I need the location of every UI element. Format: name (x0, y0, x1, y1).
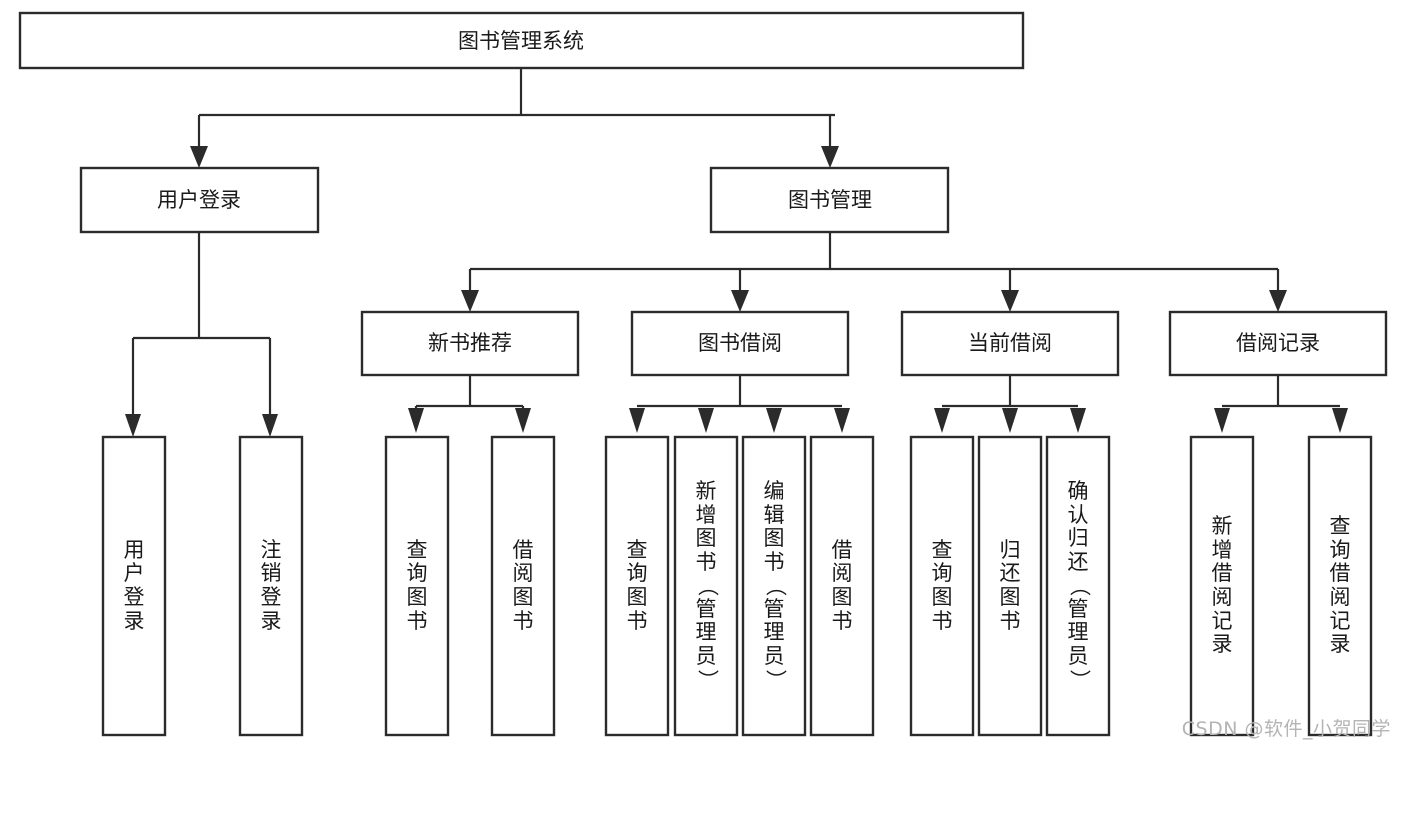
arrow-head-leaf-borrow-book-1 (515, 408, 531, 433)
node-book-borrow-box[interactable] (630, 310, 850, 377)
node-new-book-recommend-box[interactable] (360, 310, 580, 377)
arrow-head-leaf-edit-book (766, 408, 782, 433)
node-borrow-record-box[interactable] (1168, 310, 1388, 377)
leaf-box-query-book-2[interactable] (604, 435, 670, 737)
leaf-box-edit-book[interactable] (741, 435, 807, 737)
arrow-head-leaf-borrow-book-2 (834, 408, 850, 433)
leaf-box-query-book-3[interactable] (909, 435, 975, 737)
connector-group-book-management-to-level3 (461, 232, 1287, 312)
arrow-head-book-borrow (731, 290, 749, 312)
node-book-borrow-label: 图书借阅 (698, 331, 782, 355)
node-root[interactable]: 图书管理系统 (18, 11, 1025, 70)
arrow-head-book-management (821, 146, 839, 168)
arrow-head-current-borrow (1001, 290, 1019, 312)
node-user-login-box[interactable] (79, 166, 320, 234)
leaf-box-query-borrow-record[interactable] (1307, 435, 1373, 737)
leaf-box-add-borrow-record[interactable] (1189, 435, 1255, 737)
arrow-head-leaf-add-book (698, 408, 714, 433)
hierarchy-tree-svg: 图书管理系统 用户登录 图书管理 新书推荐 图书借阅 当前借阅 借阅记录 (18, 11, 1388, 737)
node-current-borrow[interactable]: 当前借阅 (900, 310, 1120, 377)
arrow-head-leaf-query-borrow-record (1332, 408, 1348, 433)
node-current-borrow-label: 当前借阅 (968, 331, 1052, 355)
leaf-box-confirm-return[interactable] (1045, 435, 1111, 737)
node-book-management[interactable]: 图书管理 (709, 166, 950, 234)
node-user-login-label: 用户登录 (157, 188, 241, 212)
node-new-book-recommend-label: 新书推荐 (428, 331, 512, 355)
diagram-canvas: 图书管理系统 用户登录 图书管理 新书推荐 图书借阅 当前借阅 借阅记录 (18, 11, 1390, 740)
node-borrow-record-label: 借阅记录 (1236, 331, 1320, 355)
arrow-head-user-login (190, 146, 208, 168)
leaf-box-logout-login[interactable] (238, 435, 304, 737)
connector-group-user-login-leaves (125, 232, 278, 437)
arrow-head-leaf-user-login (125, 414, 141, 437)
arrow-head-new-book (461, 290, 479, 312)
arrow-head-leaf-query-book-3 (934, 408, 950, 433)
node-book-management-box[interactable] (709, 166, 950, 234)
connector-group-borrow-record-leaves (1214, 375, 1348, 433)
leaf-box-add-book[interactable] (673, 435, 739, 737)
leaf-box-borrow-book-2[interactable] (809, 435, 875, 737)
connector-group-current-borrow-leaves (934, 375, 1086, 433)
connector-group-book-borrow-leaves (629, 375, 850, 433)
arrow-head-leaf-query-book-1 (408, 408, 424, 433)
connector-group-root-to-level2 (190, 68, 839, 168)
node-root-label: 图书管理系统 (458, 29, 584, 53)
arrow-head-leaf-logout-login (262, 414, 278, 437)
leaf-box-return-book[interactable] (977, 435, 1043, 737)
node-current-borrow-box[interactable] (900, 310, 1120, 377)
arrow-head-leaf-query-book-2 (629, 408, 645, 433)
arrow-head-leaf-confirm-return (1070, 408, 1086, 433)
node-root-box[interactable] (18, 11, 1025, 70)
node-new-book-recommend[interactable]: 新书推荐 (360, 310, 580, 377)
arrow-head-leaf-return-book (1002, 408, 1018, 433)
arrow-head-borrow-record (1269, 290, 1287, 312)
node-book-management-label: 图书管理 (788, 188, 872, 212)
node-borrow-record[interactable]: 借阅记录 (1168, 310, 1388, 377)
node-user-login[interactable]: 用户登录 (79, 166, 320, 234)
arrow-head-leaf-add-borrow-record (1214, 408, 1230, 433)
node-book-borrow[interactable]: 图书借阅 (630, 310, 850, 377)
leaf-box-borrow-book-1[interactable] (490, 435, 556, 737)
leaf-box-user-login[interactable] (101, 435, 167, 737)
connector-group-new-book-leaves (408, 375, 531, 433)
leaf-box-query-book-1[interactable] (384, 435, 450, 737)
